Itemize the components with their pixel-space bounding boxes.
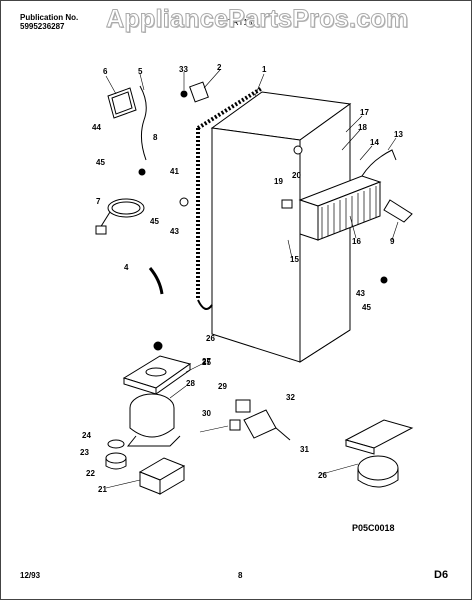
- callout-44: 43: [356, 289, 365, 298]
- callout-6: 6: [103, 67, 108, 76]
- compressor: [126, 393, 181, 447]
- callout-31: 30: [202, 409, 211, 418]
- callout-30: 29: [218, 382, 227, 391]
- part-2: [189, 81, 209, 103]
- callout-45b: 45: [96, 158, 105, 167]
- footer-date: 12/93: [20, 571, 41, 580]
- footer-section: D6: [434, 569, 449, 581]
- callout-19: 18: [358, 123, 367, 132]
- callout-22: 21: [98, 485, 107, 494]
- callout-33: 32: [286, 393, 295, 402]
- callout-24: 23: [80, 448, 89, 457]
- callout-25: 24: [82, 431, 91, 440]
- condenser-coil: [298, 149, 397, 241]
- callout-labels: 1 2 4 5 6 7 8 9 13 14 15 16 17 18 19 20 …: [80, 63, 403, 494]
- part-6: [107, 87, 137, 119]
- watermark-logo: AppliancePartsPros.com: [106, 5, 409, 34]
- callout-16: 15: [290, 255, 299, 264]
- callout-43b: 43: [170, 227, 179, 236]
- callout-13: 9: [390, 237, 395, 246]
- publication-label: Publication No.: [20, 13, 79, 22]
- callout-32: 31: [300, 445, 309, 454]
- callout-43a: 41: [170, 167, 179, 176]
- callout-29: 28: [186, 379, 195, 388]
- callout-1: 1: [262, 65, 267, 74]
- callout-26-right: 26: [318, 471, 327, 480]
- callout-21: 20: [292, 171, 301, 180]
- gasket-coil: [196, 86, 264, 310]
- bracket: [138, 457, 186, 495]
- callout-20: 19: [274, 177, 283, 186]
- callout-23: 22: [86, 469, 95, 478]
- callout-45d: 45: [362, 303, 371, 312]
- callout-5: 5: [138, 67, 143, 76]
- callout-15: 14: [370, 138, 379, 147]
- callout-18: 17: [360, 108, 369, 117]
- figure-code: P05C0018: [352, 523, 395, 533]
- callout-8: 8: [153, 133, 158, 142]
- callout-26: 25: [202, 358, 211, 367]
- callout-2: 2: [217, 63, 222, 72]
- power-cord: [95, 198, 145, 235]
- callout-28: 27: [202, 357, 211, 366]
- drier-tube: [383, 199, 413, 223]
- part-4: [148, 267, 164, 295]
- cabinet-body: [210, 91, 352, 363]
- callout-41: 33: [179, 65, 188, 74]
- callout-14: 13: [394, 130, 403, 139]
- callout-17: 16: [352, 237, 361, 246]
- callout-45a: 44: [92, 123, 101, 132]
- footer-page: 8: [238, 571, 243, 580]
- grommet: [105, 439, 127, 470]
- callout-7: 7: [96, 197, 101, 206]
- callout-27: 26: [206, 334, 215, 343]
- callout-45c: 45: [150, 217, 159, 226]
- compressor-assembly-right: [344, 419, 414, 488]
- wire-harness: [139, 85, 147, 161]
- callout-4: 4: [124, 263, 129, 272]
- model-text: TRT18...: [228, 18, 259, 27]
- drain-pan: [122, 355, 192, 395]
- publication-number: 5995236287: [20, 22, 65, 31]
- relay-assembly: [229, 399, 291, 441]
